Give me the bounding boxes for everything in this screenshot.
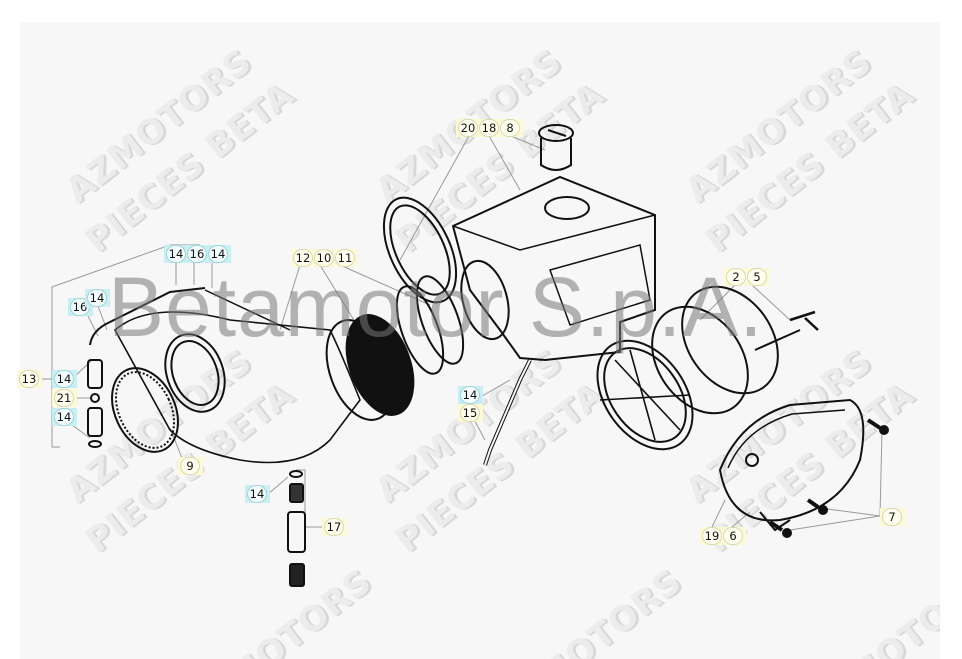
part-label-2[interactable]: 2 xyxy=(726,268,746,286)
callout-14[interactable]: 14 xyxy=(85,289,110,307)
part-label-6[interactable]: 6 xyxy=(723,527,743,545)
part-label-14[interactable]: 14 xyxy=(460,386,480,404)
callout-14[interactable]: 14 xyxy=(52,408,77,426)
part-label-13[interactable]: 13 xyxy=(19,370,39,388)
part-label-14[interactable]: 14 xyxy=(208,245,228,263)
part-label-14[interactable]: 14 xyxy=(54,408,74,426)
part-label-18[interactable]: 18 xyxy=(479,119,499,137)
callout-21[interactable]: 21 xyxy=(52,389,77,407)
part-label-14[interactable]: 14 xyxy=(87,289,107,307)
part-label-15[interactable]: 15 xyxy=(460,404,480,422)
callout-20-18-8[interactable]: 20 18 8 xyxy=(456,119,523,137)
part-label-16[interactable]: 16 xyxy=(187,245,207,263)
callout-14-16-14[interactable]: 14 16 14 xyxy=(164,245,231,263)
part-label-14[interactable]: 14 xyxy=(166,245,186,263)
part-label-17[interactable]: 17 xyxy=(324,518,344,536)
part-label-14[interactable]: 14 xyxy=(247,485,267,503)
part-label-8[interactable]: 8 xyxy=(500,119,520,137)
callout-12-10-11[interactable]: 12 10 11 xyxy=(291,249,358,267)
part-label-11[interactable]: 11 xyxy=(335,249,355,267)
part-label-10[interactable]: 10 xyxy=(314,249,334,267)
part-label-14[interactable]: 14 xyxy=(54,370,74,388)
callout-9[interactable]: 9 xyxy=(178,457,203,475)
part-label-9[interactable]: 9 xyxy=(180,457,200,475)
callout-15[interactable]: 15 xyxy=(458,404,483,422)
part-label-19[interactable]: 19 xyxy=(702,527,722,545)
callout-14[interactable]: 14 xyxy=(245,485,270,503)
callout-14[interactable]: 14 xyxy=(52,370,77,388)
callout-14[interactable]: 14 xyxy=(458,386,483,404)
callout-13[interactable]: 13 xyxy=(17,370,42,388)
part-label-12[interactable]: 12 xyxy=(293,249,313,267)
callout-19-6[interactable]: 19 6 xyxy=(700,527,746,545)
part-label-20[interactable]: 20 xyxy=(458,119,478,137)
part-label-5[interactable]: 5 xyxy=(747,268,767,286)
callout-2-5[interactable]: 2 5 xyxy=(724,268,770,286)
callout-7[interactable]: 7 xyxy=(880,508,905,526)
callout-17[interactable]: 17 xyxy=(322,518,347,536)
part-label-21[interactable]: 21 xyxy=(54,389,74,407)
part-label-7[interactable]: 7 xyxy=(882,508,902,526)
